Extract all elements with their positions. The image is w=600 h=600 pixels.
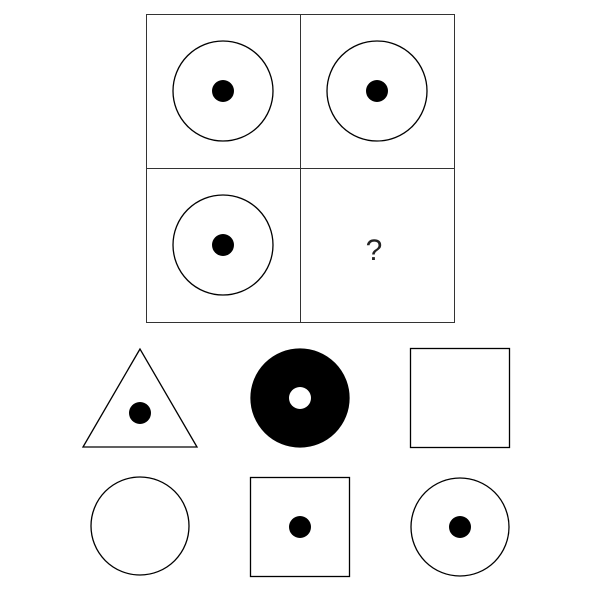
question-mark: ? (366, 234, 383, 267)
grid-cell-bottom-right: ? (366, 234, 383, 267)
circle-shape (90, 476, 190, 576)
grid-cell-bottom-left (172, 194, 274, 296)
hole-shape (289, 387, 311, 409)
dot-shape (449, 516, 471, 538)
dot-shape (289, 516, 311, 538)
option-4-empty-circle[interactable] (90, 476, 190, 576)
grid-cell-top-right (326, 40, 428, 142)
dot-shape (212, 80, 234, 102)
dot-shape (129, 402, 151, 424)
dot-shape (366, 80, 388, 102)
option-1-triangle-with-dot[interactable] (80, 345, 202, 451)
answer-options (80, 345, 511, 578)
square-shape (409, 347, 511, 449)
dot-shape (212, 234, 234, 256)
grid-cell-top-left (172, 40, 274, 142)
option-3-empty-square[interactable] (409, 347, 511, 449)
option-5-square-with-dot[interactable] (249, 476, 351, 578)
puzzle-grid: ? (146, 14, 455, 323)
option-6-circle-with-dot[interactable] (410, 477, 510, 577)
option-2-filled-circle-with-hole[interactable] (250, 348, 350, 448)
triangle-shape (81, 347, 199, 448)
